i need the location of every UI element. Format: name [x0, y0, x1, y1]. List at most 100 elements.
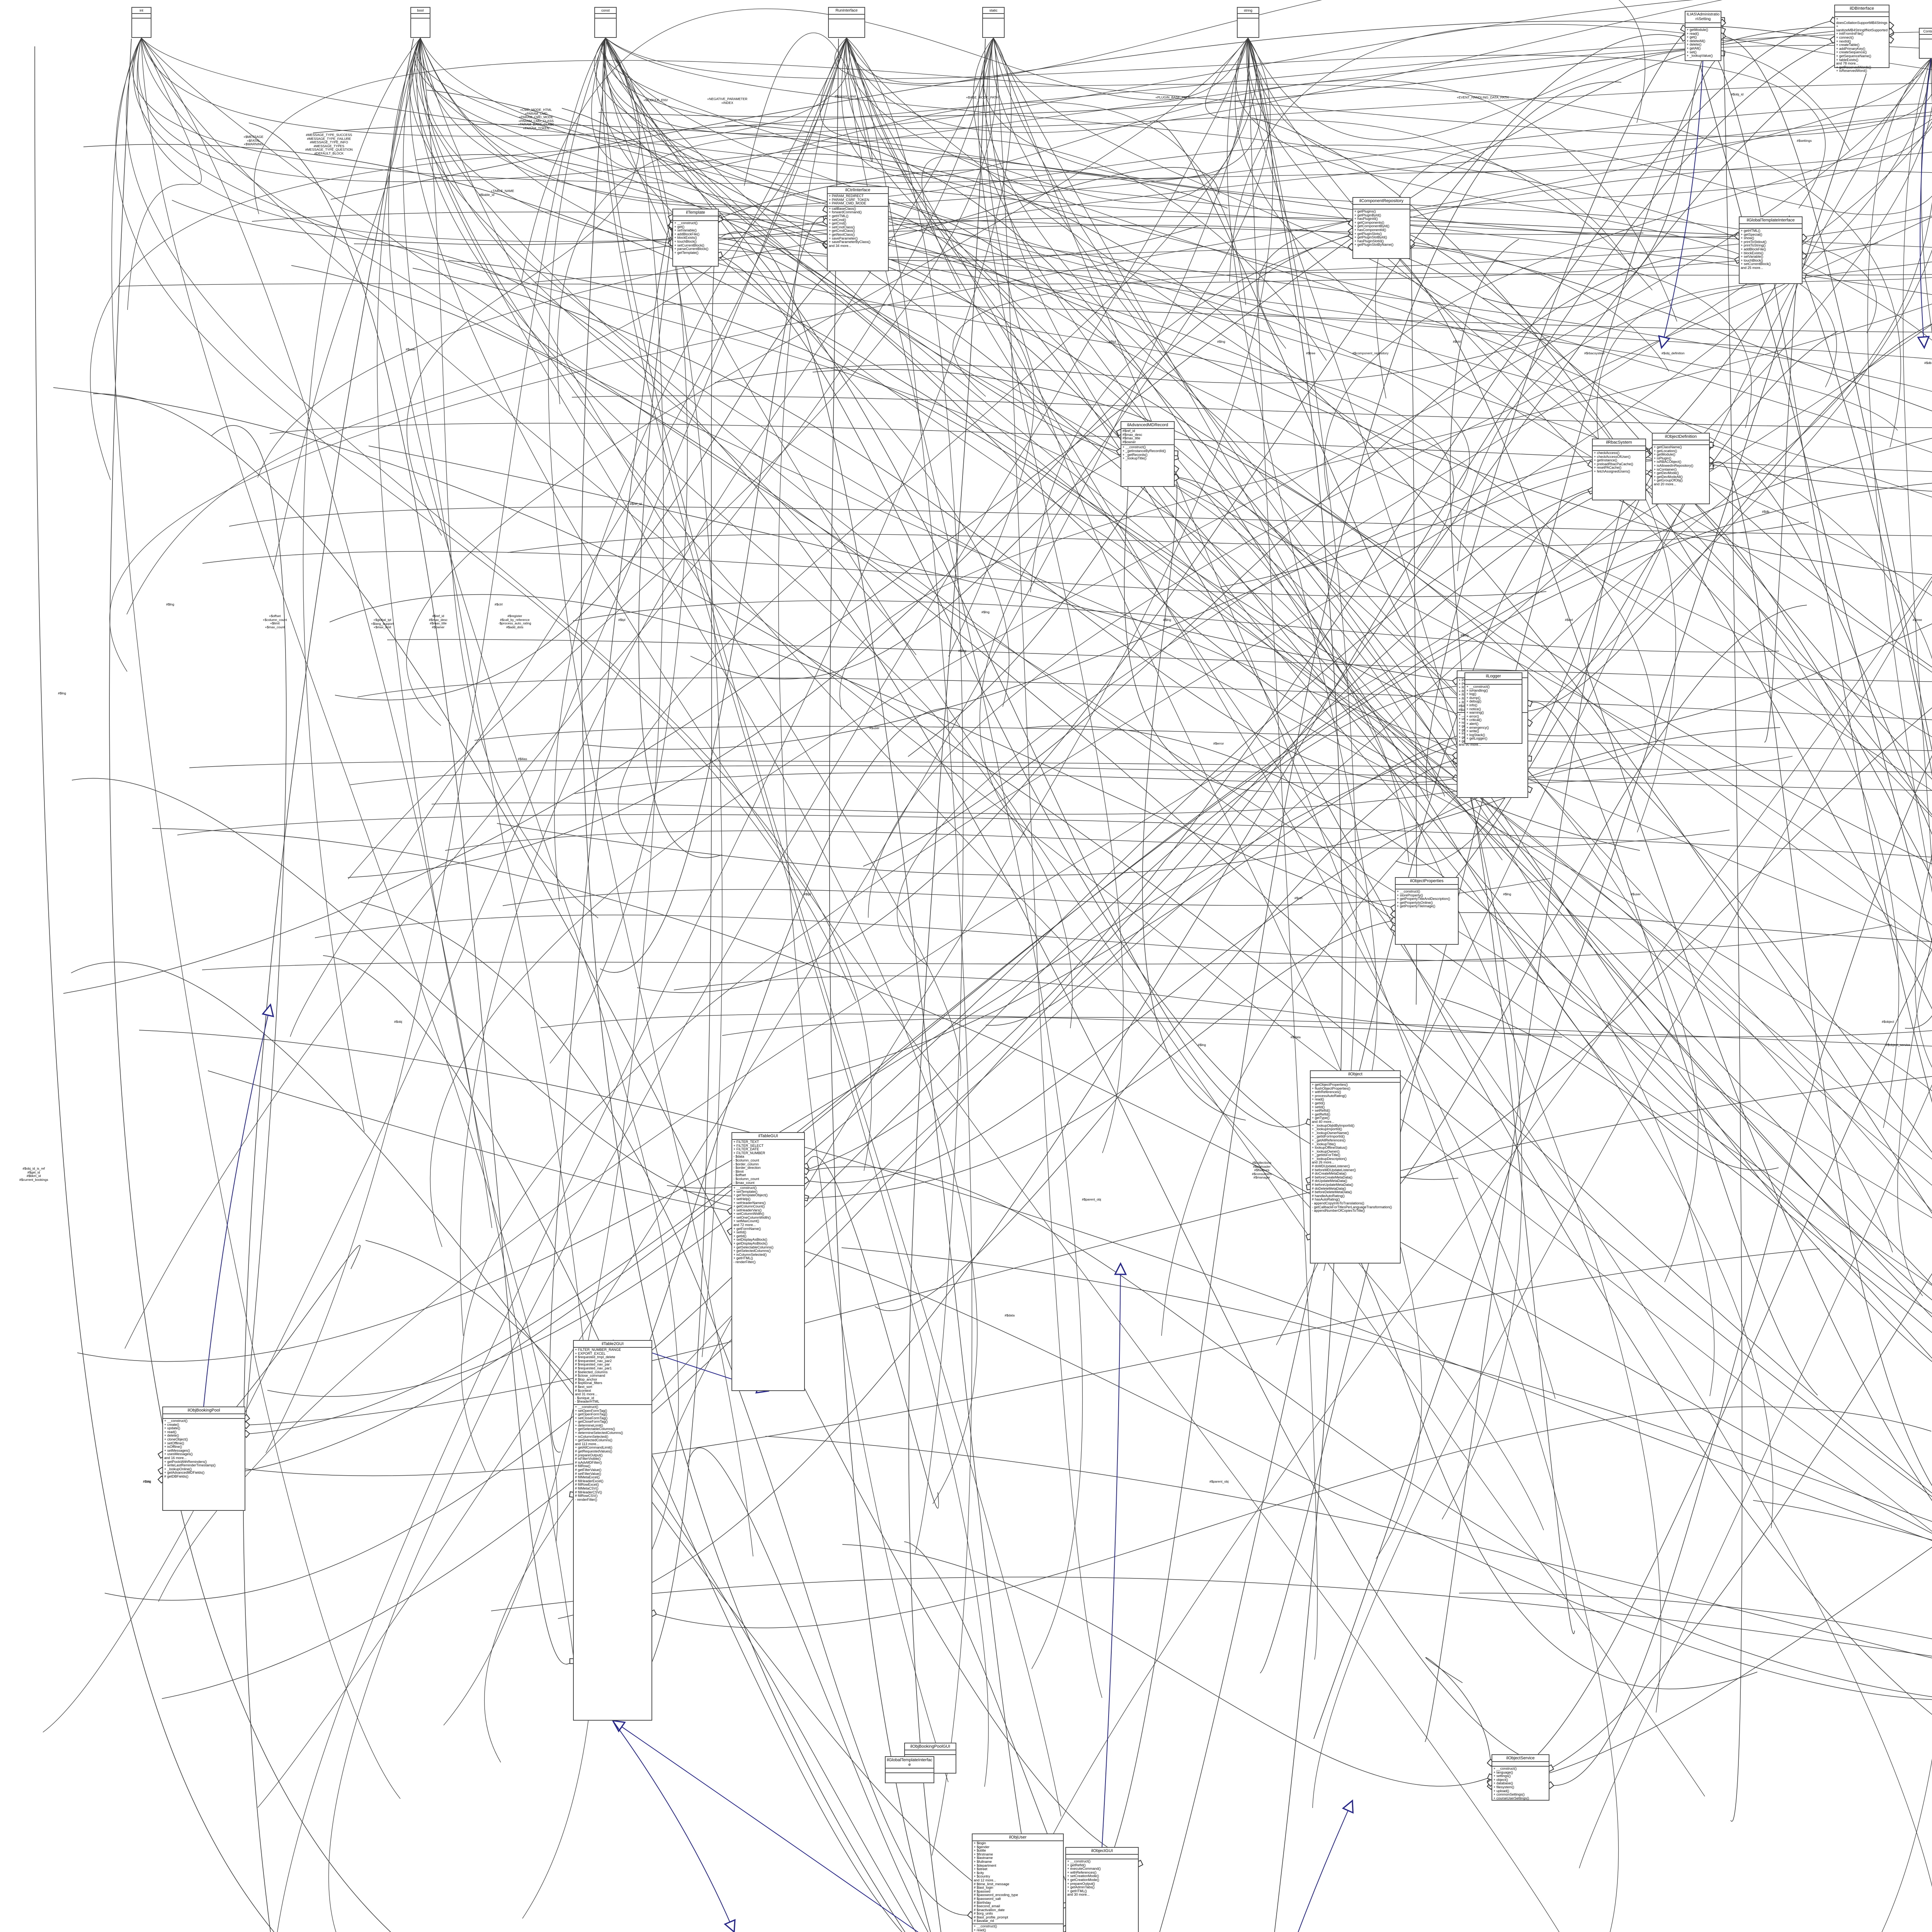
connector — [881, 198, 1932, 1301]
connector — [667, 16, 1838, 1189]
connector — [978, 37, 1124, 1153]
class-node-attributes — [1066, 1855, 1138, 1859]
connector — [822, 240, 1932, 1314]
connector — [1459, 1593, 1932, 1639]
connector — [497, 786, 1533, 876]
connector — [63, 27, 1895, 994]
class-node-ilObject[interactable]: ilObject+ getObjectProperties()+ flushOb… — [1310, 1070, 1401, 1264]
connector — [420, 37, 1454, 568]
class-node-ILIAS-Administration-Setting[interactable]: ILIAS\Administration\Setting+ getModule(… — [1685, 11, 1721, 61]
class-node-ilTableGUI[interactable]: ilTableGUI+ FILTER_TEXT+ FILTER_SELECT+ … — [731, 1132, 805, 1391]
connector — [141, 37, 1932, 1218]
connector — [303, 37, 421, 1132]
class-node-ilComponentRepository[interactable]: ilComponentRepository+ getPlugins()+ get… — [1352, 197, 1410, 259]
connector — [426, 90, 1932, 1318]
class-node-attributes — [132, 14, 151, 19]
connector — [603, 37, 1932, 392]
connector — [138, 37, 1932, 182]
class-node-ilAdvancedMDRecord[interactable]: ilAdvancedMDRecord#$ref_id#$max_desc#$ma… — [1121, 421, 1175, 487]
class-node-attributes — [1353, 205, 1410, 209]
class-node-title: Container — [1920, 29, 1932, 35]
class-node-ilCtrlInterface[interactable]: ilCtrlInterface+ PARAM_REDIRECT+ PARAM_C… — [827, 186, 889, 271]
connector — [1171, 473, 1932, 1362]
class-node-ilGlobalTemplateInterface[interactable]: ilGlobalTemplateInterface+ getHTML()+ ge… — [1739, 216, 1803, 284]
connector — [1235, 37, 1837, 388]
connector — [1347, 227, 1932, 1501]
connector — [605, 37, 723, 1357]
connector — [1142, 465, 1246, 1121]
connector — [347, 231, 1356, 878]
connector — [1007, 576, 1932, 1932]
class-node-int[interactable]: int — [131, 7, 151, 38]
class-node-operations — [905, 1755, 956, 1756]
connector — [549, 37, 688, 1064]
class-node-ilObjectGUI[interactable]: ilObjectGUI+ __construct()+ getRefId()+ … — [1065, 1847, 1139, 1932]
connector — [846, 37, 1932, 791]
class-node-ilTable2GUI[interactable]: ilTable2GUI+ FILTER_NUMBER_RANGE+ EXPORT… — [573, 1340, 652, 1721]
class-node-static[interactable]: static — [982, 7, 1005, 38]
connector — [668, 169, 1228, 245]
connector — [313, 124, 1742, 240]
class-node-ilObjectProperties[interactable]: ilObjectProperties+ __construct()+ store… — [1395, 877, 1459, 945]
class-node-ilObjBookingPool[interactable]: ilObjBookingPool+ __construct()+ create(… — [162, 1406, 245, 1511]
connector — [420, 37, 1932, 248]
class-node-operations — [886, 1773, 934, 1774]
class-node-Container[interactable]: Container — [1919, 28, 1932, 59]
connector — [277, 37, 1012, 1932]
class-node-string[interactable]: string — [1237, 7, 1259, 38]
connector — [829, 38, 931, 1932]
class-node-attributes — [1238, 14, 1259, 19]
connector — [34, 46, 275, 1932]
class-node-attributes — [411, 14, 430, 19]
class-node-bool[interactable]: bool — [410, 7, 430, 38]
class-node-ilTemplate[interactable]: ilTemplate+ __construct()+ get()+ setVar… — [672, 209, 719, 267]
connector — [242, 1076, 1932, 1429]
class-node-ilObjectService[interactable]: ilObjectService+ __construct()+ language… — [1492, 1754, 1549, 1801]
class-node-operations — [1920, 39, 1932, 40]
class-node-ilObjectDefinition[interactable]: ilObjectDefinition+ getClassName()+ getL… — [1652, 433, 1710, 504]
class-node-attributes — [1593, 446, 1645, 451]
connector — [662, 303, 1932, 333]
class-node-const[interactable]: const — [594, 7, 617, 38]
class-node-ilDBInterface[interactable]: ilDBInterface+ doesCollationSupportMB4St… — [1834, 5, 1889, 73]
connector — [90, 37, 850, 480]
connector — [1867, 58, 1932, 893]
connector — [1407, 241, 1932, 412]
class-node-title: ilTable2GUI — [574, 1341, 651, 1348]
connector — [329, 594, 1398, 912]
class-node-ilObjUser[interactable]: ilObjUser+ $login+ $gender+ $utitle+ $fi… — [972, 1833, 1064, 1932]
class-node-operations: + callBaseClass()+ forwardCommand()+ get… — [829, 207, 871, 248]
connector — [1248, 37, 1318, 1660]
connector — [1235, 37, 1932, 673]
connector — [406, 37, 640, 536]
class-node-ilGlobalTemplateInterface2[interactable]: ilGlobalTemplateInterface — [885, 1756, 934, 1783]
class-node-title: ilAdvancedMDRecord — [1121, 422, 1174, 429]
class-node-attributes — [1920, 35, 1932, 39]
connector — [124, 37, 994, 1349]
class-node-RunInterface[interactable]: RunInterface — [828, 7, 865, 38]
connector — [104, 684, 1527, 1601]
connector — [521, 9, 1248, 282]
connector — [1248, 38, 1343, 1932]
connector — [846, 37, 964, 1554]
class-node-attributes — [1740, 224, 1802, 229]
class-node-ilLogger[interactable]: ilLogger + __construct()+ isHandling()+ l… — [1464, 672, 1522, 744]
connector — [291, 265, 1932, 1494]
connector — [126, 37, 847, 615]
connector — [667, 222, 1201, 262]
class-node-ilRbacSystem[interactable]: ilRbacSystem+ checkAccess()+ checkAccess… — [1592, 439, 1646, 500]
class-node-attributes: + FILTER_NUMBER_RANGE+ EXPORT_EXCEL# $re… — [574, 1348, 651, 1405]
connector — [1305, 707, 1932, 1188]
class-node-title: ilRbacSystem — [1593, 439, 1645, 446]
connector — [387, 639, 1932, 682]
connector — [1061, 82, 1622, 1909]
connector — [1753, 1500, 1932, 1541]
connector — [115, 37, 856, 1001]
class-node-title: ilLogger — [1465, 673, 1522, 680]
connector — [448, 260, 1932, 1285]
connector — [1457, 262, 1932, 571]
class-node-operations: + __construct()+ isHandling()+ log()+ du… — [1466, 685, 1490, 741]
connector — [1248, 37, 1850, 151]
connector — [993, 37, 1102, 1698]
